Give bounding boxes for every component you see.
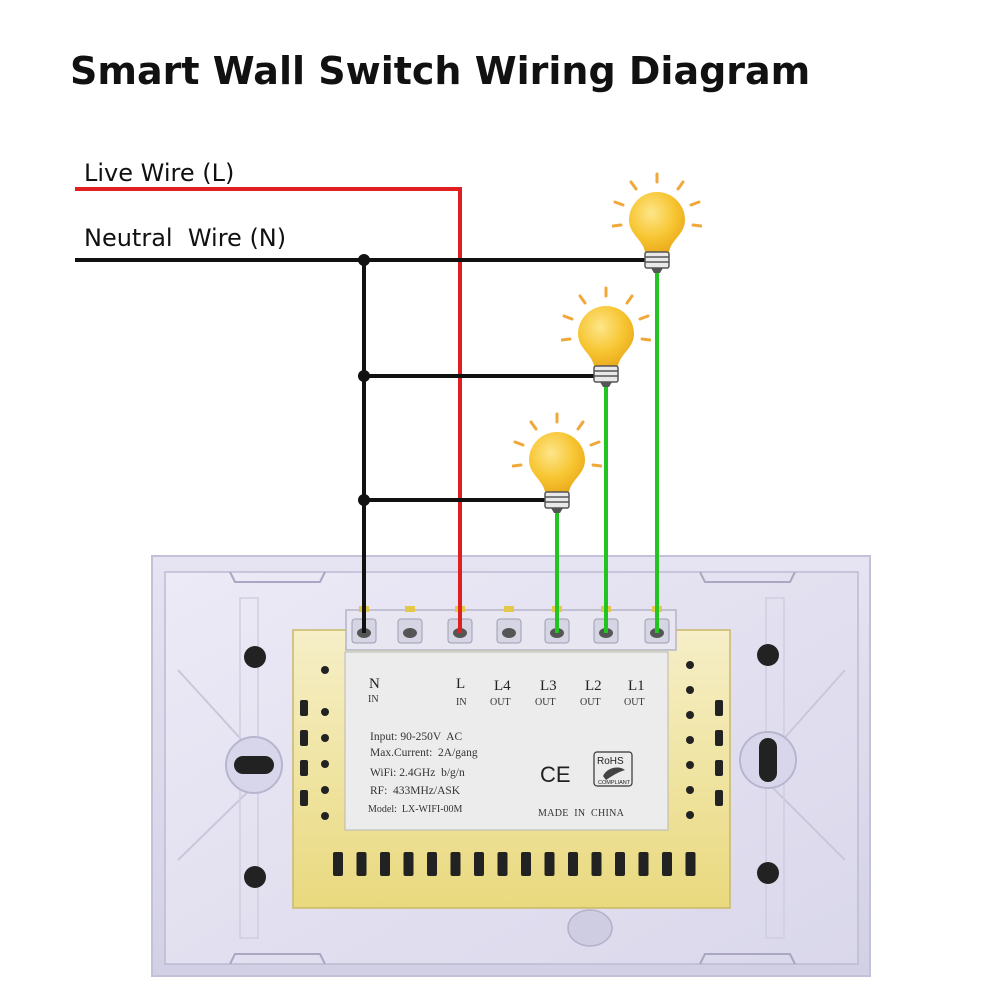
- vent-slot: [474, 852, 484, 876]
- neutral-wire-label: Neutral Wire (N): [84, 224, 286, 252]
- screw-hole: [244, 866, 266, 888]
- rohs-text: RoHS: [597, 756, 624, 767]
- screw-hole: [757, 644, 779, 666]
- vent-slot: [568, 852, 578, 876]
- terminal-l1-name: L1: [628, 678, 645, 694]
- terminal-l3-sub: OUT: [535, 697, 556, 708]
- rohs-compliant: COMPLIANT: [598, 780, 631, 786]
- terminal-l-name: L: [456, 676, 465, 692]
- vent-slot: [662, 852, 672, 876]
- ce-mark: CE: [540, 762, 571, 787]
- vent-slot: [380, 852, 390, 876]
- spec-wifi: WiFi: 2.4GHz b/g/n: [370, 767, 465, 779]
- wires: [75, 187, 659, 633]
- spec-model: Model: LX-WIFI-00M: [368, 804, 463, 815]
- live-wire: [75, 187, 462, 633]
- spec-rf: RF: 433MHz/ASK: [370, 785, 461, 797]
- live-wire-label: Live Wire (L): [84, 159, 234, 187]
- spec-label: N IN L IN L4 OUT L3 OUT L2 OUT L1 OUT In…: [344, 651, 669, 831]
- spec-max-current: Max.Current: 2A/gang: [370, 747, 478, 759]
- terminal-l4-sub: OUT: [490, 697, 511, 708]
- diagram-title: Smart Wall Switch Wiring Diagram: [70, 49, 810, 93]
- spec-input: Input: 90-250V AC: [370, 731, 462, 743]
- vent-slot: [615, 852, 625, 876]
- vent-slot: [591, 852, 602, 876]
- vent-slot: [403, 852, 414, 876]
- terminal-l-sub: IN: [456, 697, 467, 708]
- junction-dot: [358, 370, 370, 382]
- vent-slot: [497, 852, 508, 876]
- mounting-slot: [225, 736, 283, 794]
- screw-hole: [244, 646, 266, 668]
- terminal-l2-sub: OUT: [580, 697, 601, 708]
- terminal-screw: [397, 606, 423, 644]
- terminal-l1-sub: OUT: [624, 697, 645, 708]
- vent-slot: [685, 852, 696, 876]
- vent-slot: [544, 852, 555, 876]
- terminal-l4-name: L4: [494, 678, 511, 694]
- terminal-l3-name: L3: [540, 678, 557, 694]
- vent-slot: [638, 852, 649, 876]
- terminal-n-sub: IN: [368, 694, 379, 705]
- vent-slot: [450, 852, 461, 876]
- light-bulb-icon: [561, 286, 651, 389]
- screw-hole: [757, 862, 779, 884]
- terminal-screw: [496, 606, 522, 644]
- vent-slot: [356, 852, 367, 876]
- mounting-slot: [739, 731, 797, 789]
- terminal-l2-name: L2: [585, 678, 602, 694]
- junction-dot: [358, 494, 370, 506]
- junction-dot: [358, 254, 370, 266]
- vent-slot: [333, 852, 343, 876]
- terminal-n-name: N: [369, 676, 380, 692]
- vent-slot: [521, 852, 531, 876]
- rohs-badge: RoHS COMPLIANT: [593, 751, 633, 787]
- made-in-text: MADE IN CHINA: [538, 808, 625, 819]
- vent-slot: [427, 852, 437, 876]
